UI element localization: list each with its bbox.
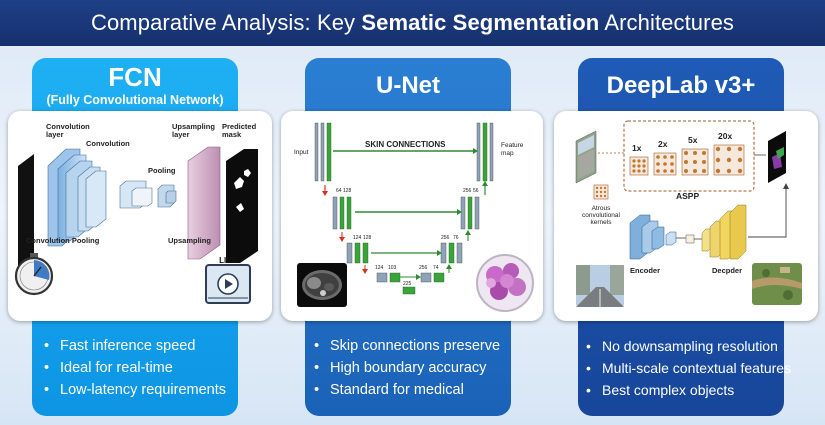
ct-scan-image (297, 263, 347, 307)
unet-n256: 256 (463, 188, 472, 194)
unet-n225: 225 (403, 281, 412, 287)
unet-level4 (376, 272, 445, 295)
deeplab-bullet: Best complex objects (582, 379, 791, 401)
encoder-blocks (629, 214, 677, 260)
unet-level3 (346, 242, 463, 264)
unet-n64: 64 (336, 188, 342, 194)
unet-n124b: 124 (375, 265, 384, 271)
atrous-kernel-5x (681, 148, 709, 176)
output-segmentation-mask (768, 131, 786, 183)
fcn-subtitle: (Fully Convolutional Network) (46, 93, 224, 107)
unet-n128: 128 (343, 188, 352, 194)
title-prefix: Comparative Analysis: Key (90, 10, 362, 35)
upsampling-block (187, 146, 221, 260)
deeplab-title: DeepLab v3+ (606, 72, 756, 99)
unet-n128b: 128 (363, 235, 372, 241)
atrous-kernel-small (593, 184, 609, 200)
deeplab-bullet: No downsampling resolution (582, 335, 791, 357)
unet-n56: 56 (473, 188, 479, 194)
fcn-bullet: Fast inference speed (40, 335, 226, 357)
stopwatch-icon (14, 253, 54, 296)
atrous-kernel-1x (629, 156, 649, 176)
aspp-label: ASPP (676, 191, 699, 201)
unet-n103: 103 (388, 265, 397, 271)
unet-level1-right (476, 122, 494, 182)
street-photo (576, 265, 624, 307)
cell-microscopy-image (476, 254, 534, 312)
unet-input-label: Input (294, 149, 309, 156)
rate-1x: 1x (632, 143, 642, 153)
unet-bullets: Skip connections preserve High boundary … (310, 335, 500, 401)
unet-n256b: 256 (441, 235, 450, 241)
atrous-kernel-20x (713, 144, 745, 176)
unet-n256c: 256 (419, 265, 428, 271)
label-convolution: Convolution (86, 139, 130, 148)
deeplab-bullet: Multi-scale contextual features (582, 357, 791, 379)
live-video-icon: LIVE (205, 256, 251, 304)
fcn-title: FCN (108, 62, 162, 92)
title-suffix: Architectures (599, 10, 735, 35)
rate-2x: 2x (658, 139, 668, 149)
unet-bullet: Standard for medical (310, 379, 500, 401)
deeplab-diagram-card: 1x 2x 5x 20x ASPP (554, 111, 818, 321)
fcn-bullet: Ideal for real-time (40, 357, 226, 379)
unet-n76: 76 (453, 235, 459, 241)
unet-level1-left (314, 122, 332, 182)
conv-blocks (47, 148, 107, 247)
unet-bullet: Skip connections preserve (310, 335, 500, 357)
decoder-blocks (701, 204, 747, 260)
unet-n74: 74 (433, 265, 439, 271)
deeplab-bullets: No downsampling resolution Multi-scale c… (582, 335, 791, 401)
title-bold: Sematic Segmentation (361, 10, 600, 35)
unet-bullet: High boundary accuracy (310, 357, 500, 379)
label-conv-pooling: Convolution Pooling (26, 236, 100, 245)
fcn-bullets: Fast inference speed Ideal for real-time… (40, 335, 226, 401)
unet-n124: 124 (353, 235, 362, 241)
decoder-label: Decpder (712, 266, 742, 275)
unet-skip-label: SKIN CONNECTIONS (365, 140, 446, 149)
aspp-box (623, 120, 755, 192)
predicted-mask (226, 149, 258, 263)
page-title: Comparative Analysis: Key Sematic Segmen… (0, 0, 825, 46)
rate-5x: 5x (688, 135, 698, 145)
pooling-blocks (119, 180, 177, 209)
atrous-kernel-2x (653, 152, 677, 176)
encoder-label: Encoder (630, 266, 660, 275)
input-image-slab (18, 154, 34, 268)
aerial-photo (752, 263, 802, 305)
deeplab-diagram: 1x 2x 5x 20x ASPP (575, 120, 802, 307)
label-pooling: Pooling (148, 166, 176, 175)
unet-level2 (332, 196, 480, 230)
live-label: LIVE (219, 256, 237, 265)
fcn-bullet: Low-latency requirements (40, 379, 226, 401)
input-street-image (575, 130, 597, 184)
rate-20x: 20x (718, 131, 732, 141)
unet-title: U-Net (376, 72, 440, 99)
label-upsampling: Upsampling (168, 236, 211, 245)
